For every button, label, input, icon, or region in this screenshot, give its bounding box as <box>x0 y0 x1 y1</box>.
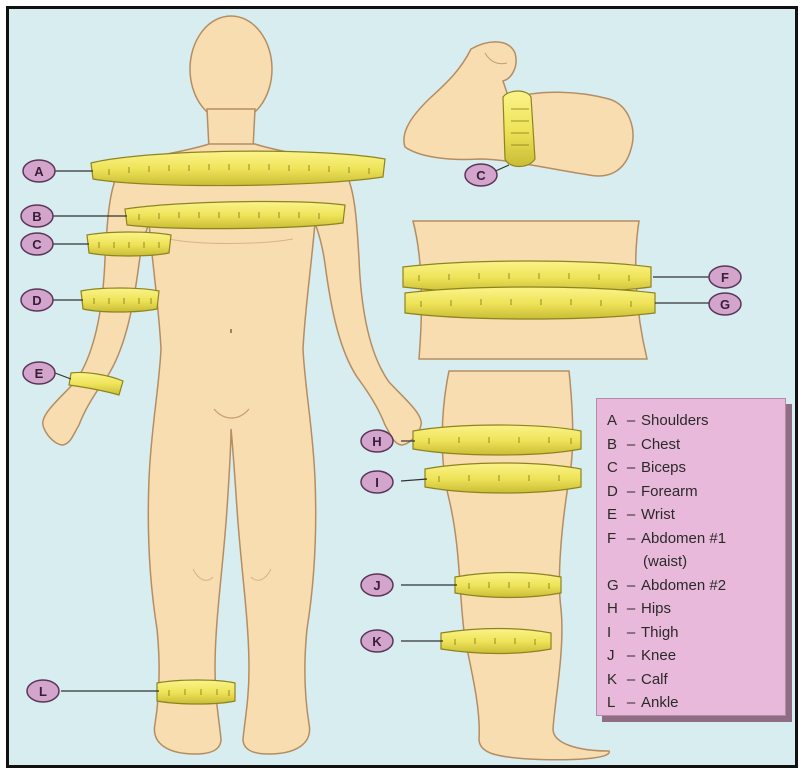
legend-code: F <box>607 527 621 551</box>
badge-k: K <box>361 630 393 652</box>
head <box>190 16 272 122</box>
legend-dash: – <box>621 527 641 551</box>
tape-forearm <box>81 288 159 312</box>
legend-row: C–Biceps <box>607 456 779 480</box>
legend-name: Calf <box>641 668 779 692</box>
legend-code: H <box>607 597 621 621</box>
legend-dash: – <box>621 597 641 621</box>
legend-row: L–Ankle <box>607 691 779 715</box>
legend-row: I–Thigh <box>607 621 779 645</box>
badge-g: G <box>709 293 741 315</box>
legend-row: J–Knee <box>607 644 779 668</box>
legend-code: K <box>607 668 621 692</box>
svg-text:I: I <box>375 475 379 490</box>
legend-dash: – <box>621 691 641 715</box>
badge-b: B <box>21 205 53 227</box>
legend-row: (waist) <box>607 550 779 574</box>
badge-c-arm: C <box>465 164 497 186</box>
badge-e: E <box>23 362 55 384</box>
tape-knee <box>455 573 561 598</box>
svg-text:K: K <box>372 634 382 649</box>
neck <box>207 109 255 149</box>
badge-f: F <box>709 266 741 288</box>
legend-dash: – <box>621 409 641 433</box>
badge-a: A <box>23 160 55 182</box>
svg-text:G: G <box>720 297 730 312</box>
tape-shoulders <box>91 151 385 185</box>
legend-dash: – <box>621 668 641 692</box>
svg-text:F: F <box>721 270 729 285</box>
tape-biceps-arm <box>503 91 535 167</box>
badge-d: D <box>21 289 53 311</box>
legend-code: A <box>607 409 621 433</box>
svg-text:L: L <box>39 684 47 699</box>
legend-code: C <box>607 456 621 480</box>
badge-h: H <box>361 430 393 452</box>
tape-abdomen-2 <box>405 287 655 319</box>
legend-dash: – <box>621 456 641 480</box>
svg-text:A: A <box>34 164 44 179</box>
tape-chest <box>125 202 345 229</box>
badge-j: J <box>361 574 393 596</box>
legend-row: A–Shoulders <box>607 409 779 433</box>
badge-l: L <box>27 680 59 702</box>
legend-code: I <box>607 621 621 645</box>
legend-row: F–Abdomen #1 <box>607 527 779 551</box>
legend-row: D–Forearm <box>607 480 779 504</box>
legend-name: Knee <box>641 644 779 668</box>
svg-text:D: D <box>32 293 41 308</box>
legend-dash: – <box>621 480 641 504</box>
tape-calf <box>441 629 551 654</box>
legend-dash: – <box>621 503 641 527</box>
legend-row: G–Abdomen #2 <box>607 574 779 598</box>
svg-text:H: H <box>372 434 381 449</box>
svg-text:B: B <box>32 209 41 224</box>
legend-dash: – <box>621 621 641 645</box>
legend-code: E <box>607 503 621 527</box>
svg-text:E: E <box>35 366 44 381</box>
legend-name: Thigh <box>641 621 779 645</box>
legend-name: Shoulders <box>641 409 779 433</box>
legend-name: Ankle <box>641 691 779 715</box>
tape-thigh <box>425 463 581 493</box>
legend-code: L <box>607 691 621 715</box>
legend-row: H–Hips <box>607 597 779 621</box>
badge-i: I <box>361 471 393 493</box>
legend-code: D <box>607 480 621 504</box>
svg-text:J: J <box>373 578 380 593</box>
legend-row: B–Chest <box>607 433 779 457</box>
legend-row: K–Calf <box>607 668 779 692</box>
svg-text:C: C <box>476 168 486 183</box>
legend-name: (waist) <box>643 550 779 574</box>
legend-dash: – <box>621 644 641 668</box>
legend-name: Chest <box>641 433 779 457</box>
legend-name: Wrist <box>641 503 779 527</box>
legend-dash: – <box>621 433 641 457</box>
legend-code: J <box>607 644 621 668</box>
svg-text:C: C <box>32 237 42 252</box>
legend-name: Hips <box>641 597 779 621</box>
legend-code: G <box>607 574 621 598</box>
legend-code: B <box>607 433 621 457</box>
badge-c-body: C <box>21 233 53 255</box>
legend-name: Abdomen #1 <box>641 527 779 551</box>
legend-dash: – <box>621 574 641 598</box>
legend-row: E–Wrist <box>607 503 779 527</box>
legend-name: Forearm <box>641 480 779 504</box>
legend-name: Biceps <box>641 456 779 480</box>
legend-name: Abdomen #2 <box>641 574 779 598</box>
tape-hips <box>413 425 581 455</box>
